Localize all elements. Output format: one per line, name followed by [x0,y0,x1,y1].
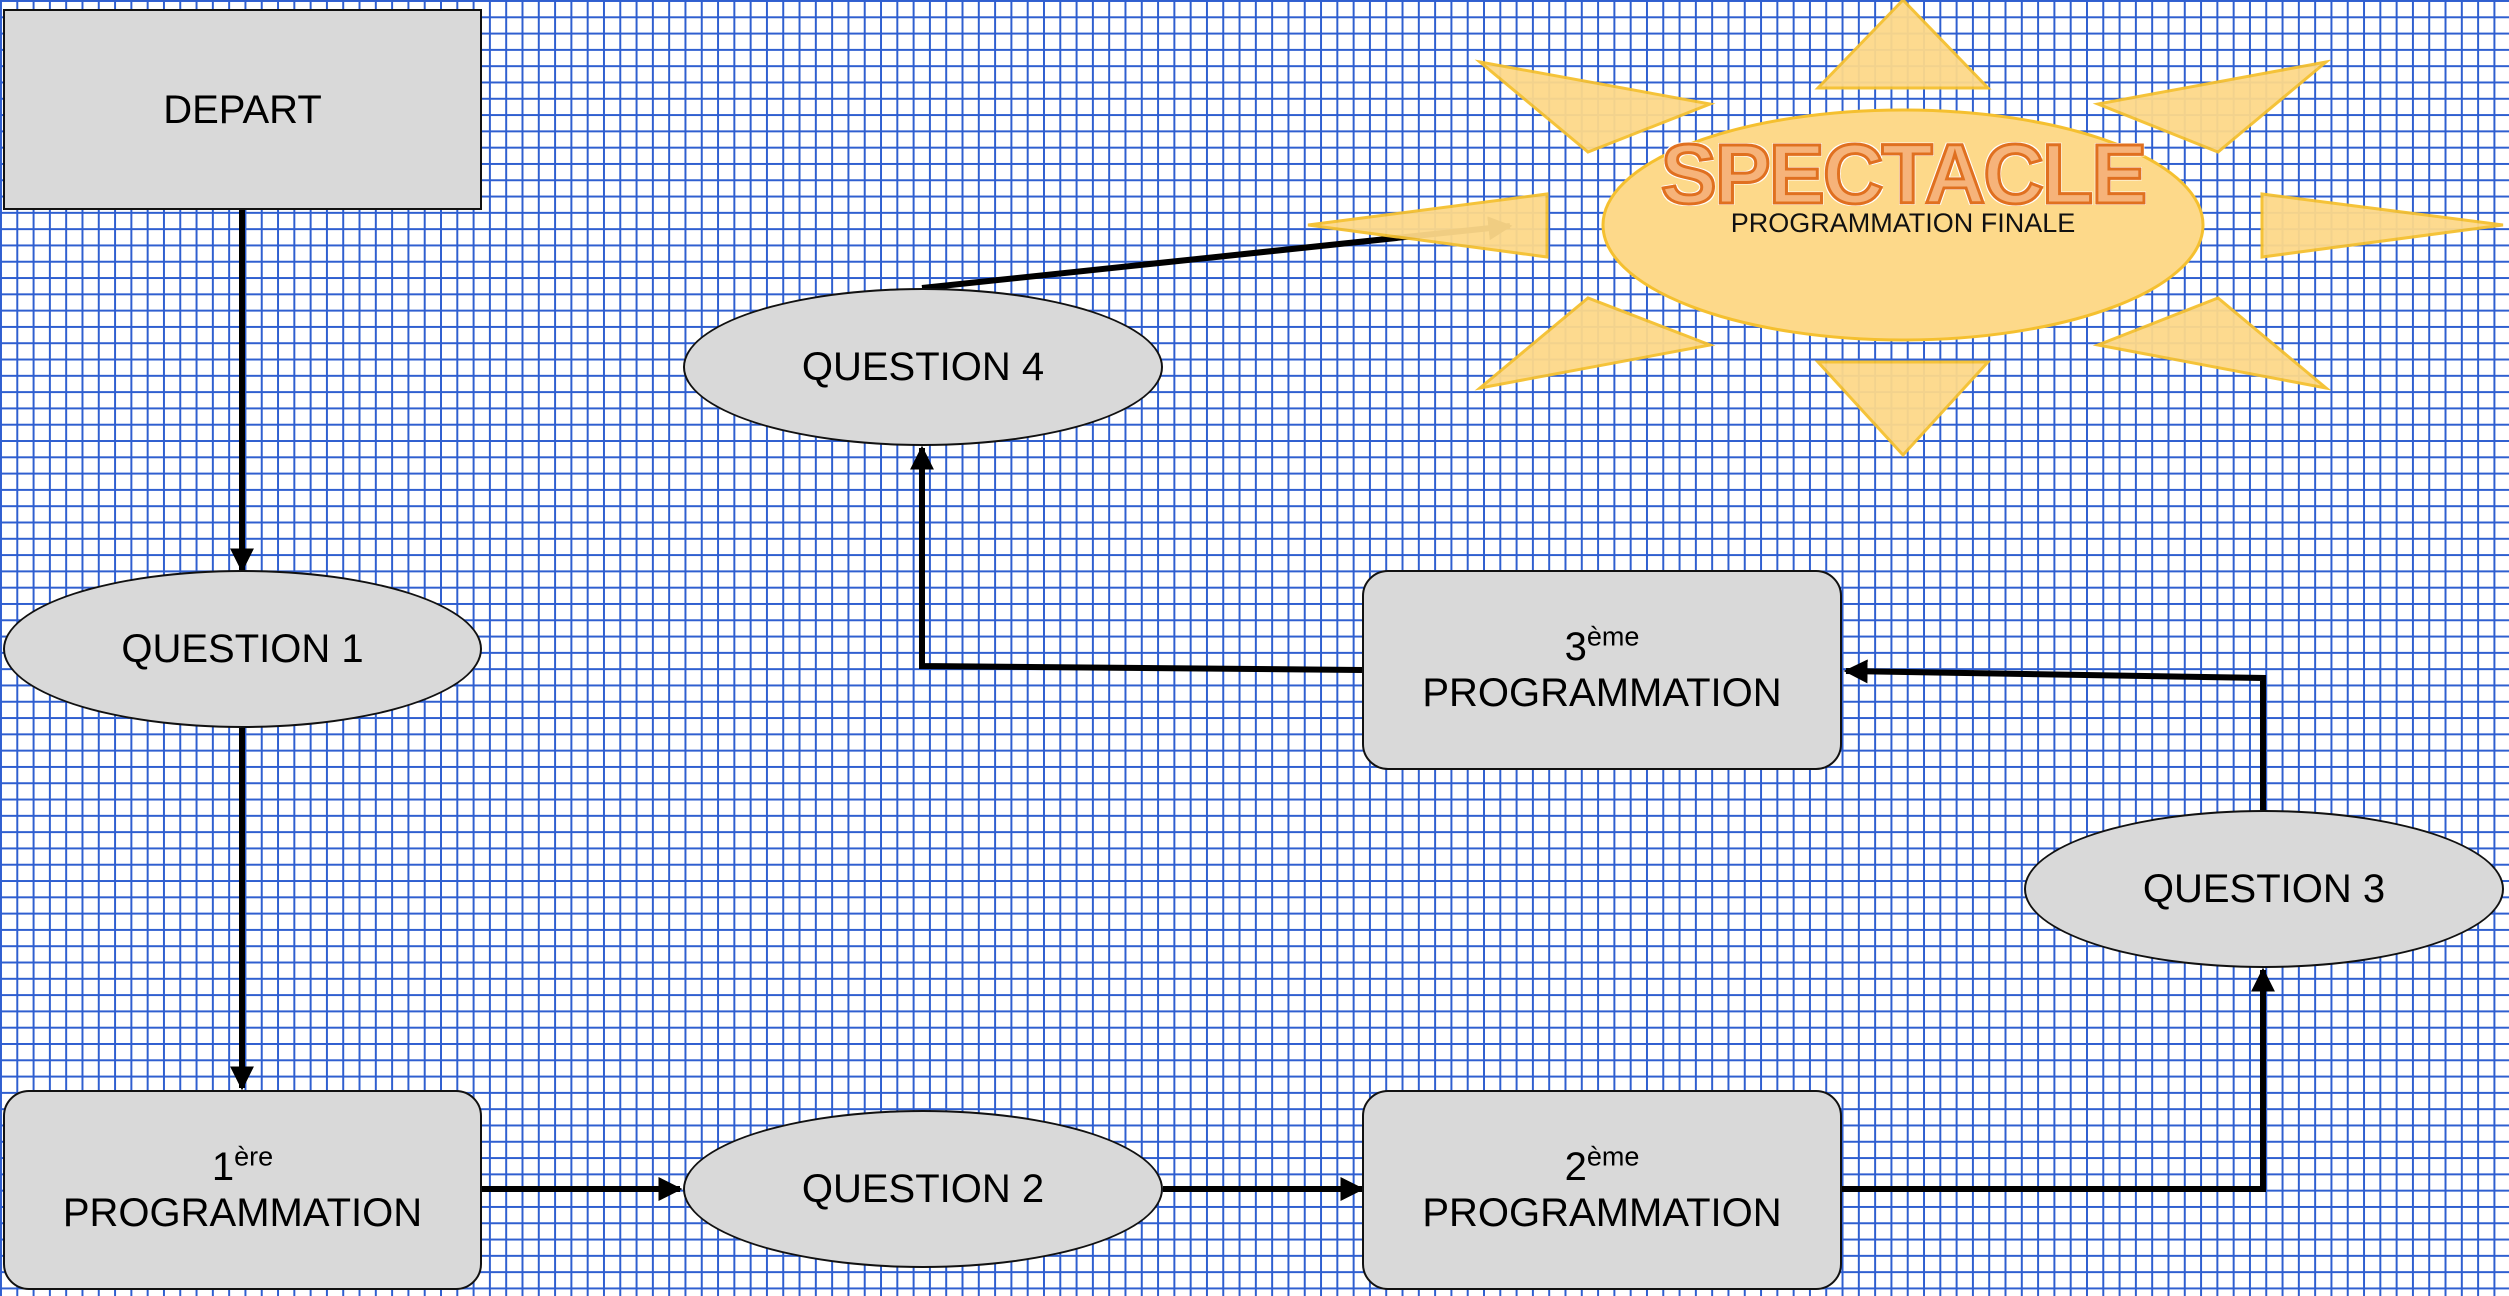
prog2-label: PROGRAMMATION [1422,1191,1782,1235]
question1-label: QUESTION 1 [121,627,364,671]
question4-node[interactable]: QUESTION 4 [683,288,1163,446]
sun-ray-top-right [2092,59,2332,154]
arrow-question3-to-prog3 [1843,659,2266,810]
question3-label: QUESTION 3 [2142,867,2386,911]
sun-ray-bottom-right [2092,296,2332,391]
prog1-box[interactable]: 1ère PROGRAMMATION [3,1090,482,1290]
depart-box[interactable]: DEPART [3,9,482,210]
spectacle-title: SPECTACLE [1659,126,2148,223]
prog1-label: PROGRAMMATION [62,1191,423,1235]
prog3-label: PROGRAMMATION [1422,671,1782,715]
question3-node[interactable]: QUESTION 3 [2024,810,2504,968]
sun-ray-top-left [1474,59,1716,154]
depart-label: DEPART [163,87,322,132]
question2-label: QUESTION 2 [801,1167,1045,1211]
sun-ray-bottom [1814,360,1992,458]
prog1-suffix: ère [234,1141,274,1172]
spectacle-subtitle: PROGRAMMATION FINALE [1730,208,2076,238]
prog2-ordinal: 2ème [1564,1141,1640,1190]
arrow-prog3-to-question4 [910,445,1363,673]
arrow-prog2-to-question3 [1842,967,2275,1192]
prog3-box[interactable]: 3ème PROGRAMMATION [1362,570,1842,770]
prog2-suffix: ème [1586,1141,1640,1172]
prog2-number: 2 [1564,1145,1587,1189]
question2-node[interactable]: QUESTION 2 [683,1110,1163,1268]
prog2-box[interactable]: 2ème PROGRAMMATION [1362,1090,1842,1290]
question1-node[interactable]: QUESTION 1 [3,570,482,728]
prog1-ordinal: 1ère [211,1141,274,1190]
sun-ray-top [1814,0,1992,90]
sun-core [1601,108,2205,342]
sun-ray-bottom-left [1474,296,1716,391]
sun-ray-left [1307,192,1549,259]
sun-ray-right [2260,192,2504,259]
prog3-suffix: ème [1586,621,1640,652]
question4-label: QUESTION 4 [801,345,1045,389]
prog3-ordinal: 3ème [1564,621,1640,670]
prog3-number: 3 [1564,625,1587,669]
prog1-number: 1 [211,1145,235,1189]
